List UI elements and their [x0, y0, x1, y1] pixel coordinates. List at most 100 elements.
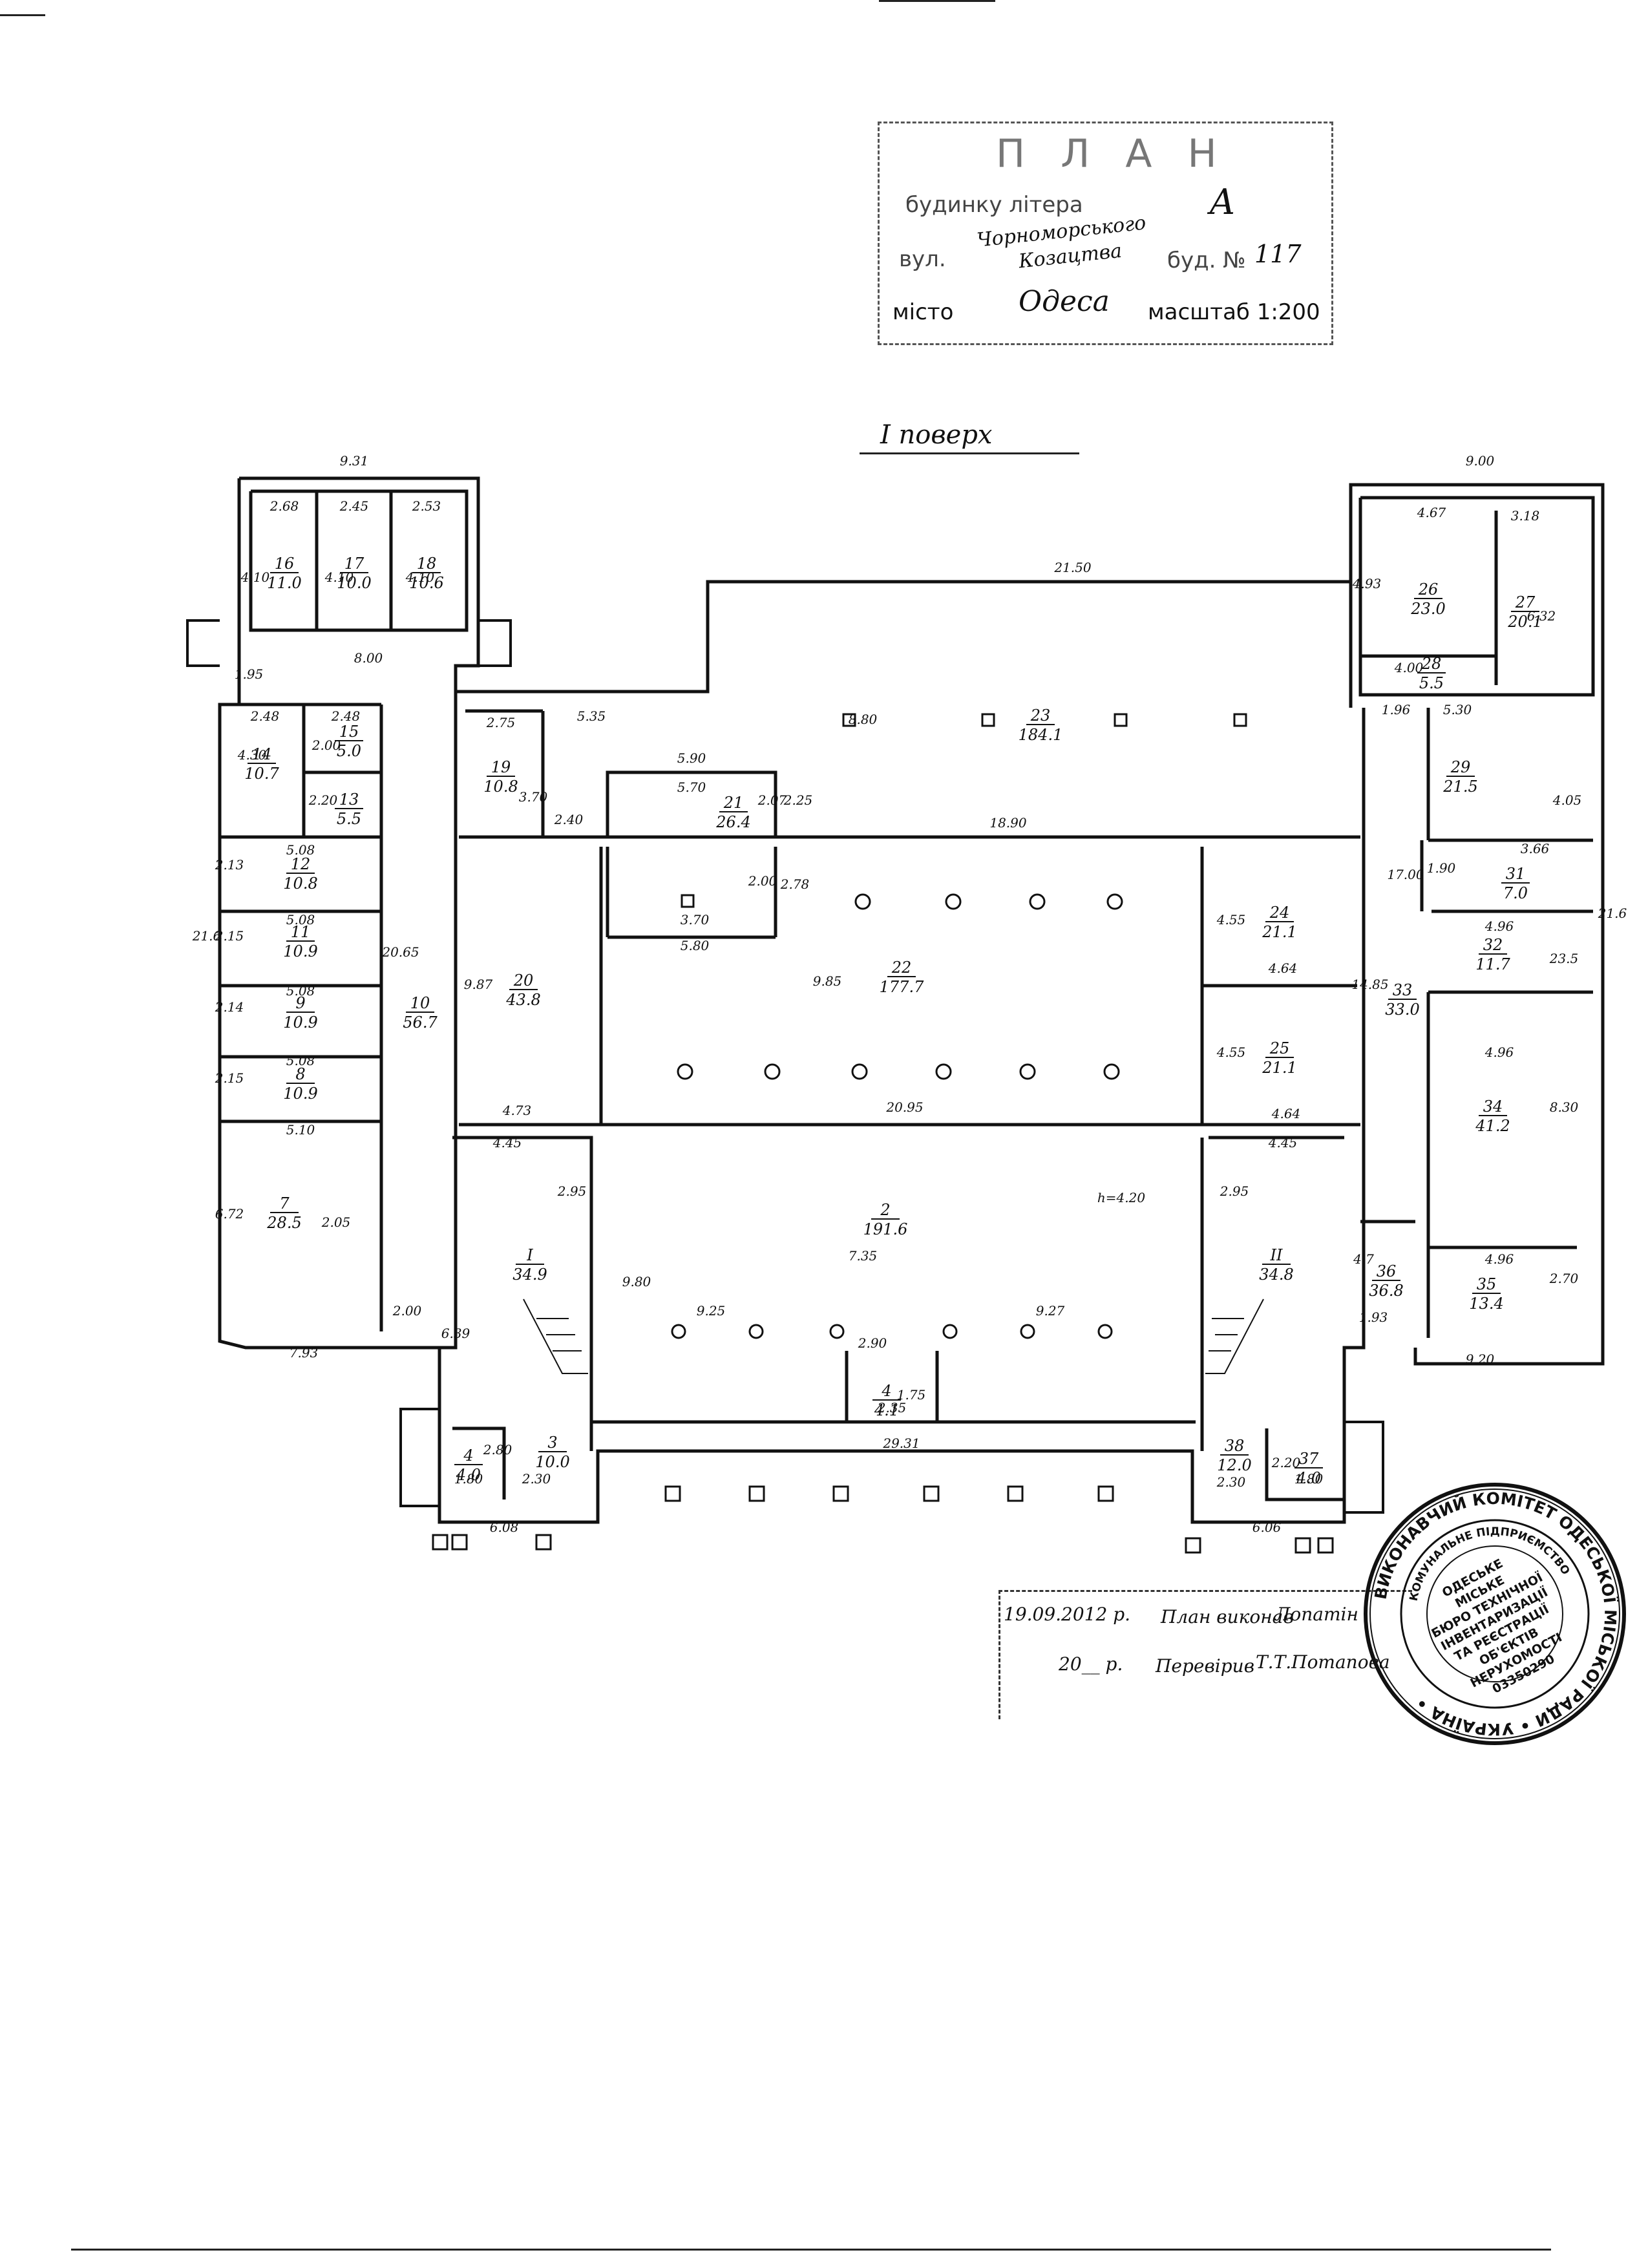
dimension-label: 8.00	[354, 650, 383, 666]
house-prefix: буд. №	[1167, 248, 1246, 273]
building-prefix: будинку літера	[905, 192, 1083, 218]
room-area: 10.0	[337, 574, 371, 592]
room-number: 29	[1450, 758, 1471, 776]
dimension-label: 4.30	[237, 747, 267, 763]
dimension-label: 4.73	[502, 1103, 532, 1118]
room-number: I	[526, 1246, 533, 1264]
room-area: 10.8	[283, 874, 317, 893]
main-block-outer	[438, 692, 1366, 1524]
dimension-label: 2.68	[269, 498, 299, 514]
dimension-label: 29.31	[882, 1436, 920, 1451]
room-number: 15	[339, 723, 359, 741]
dimension-label: 5.30	[1443, 702, 1472, 717]
room-area: 10.7	[244, 765, 279, 783]
dimension-label: 9.85	[813, 973, 842, 989]
dimension-label: 1.93	[1359, 1309, 1388, 1325]
title-block: П Л А Н будинку літера А вул. Чорноморсь…	[878, 122, 1333, 345]
street-prefix: вул.	[899, 246, 946, 272]
dimension-label: 2.05	[321, 1214, 351, 1230]
room-area: 43.8	[505, 991, 540, 1009]
dimension-label: 1.90	[1427, 860, 1456, 876]
dimension-label: 4.67	[1417, 505, 1446, 520]
floor-title: I поверх	[880, 420, 993, 450]
dimension-label: 5.08	[286, 842, 315, 858]
bottom-rule	[71, 2249, 1551, 2251]
room-number: 17	[344, 555, 364, 573]
room-area: 4.0	[1296, 1469, 1321, 1487]
dimension-label: 5.08	[286, 912, 315, 927]
dimension-label: 4.96	[1484, 918, 1514, 934]
dimension-label: 9.25	[697, 1303, 726, 1319]
dimension-label: 6.39	[441, 1326, 470, 1341]
room-number: 27	[1515, 593, 1536, 611]
room-area: 4.1	[874, 1401, 899, 1419]
dimension-label: 9.80	[622, 1274, 651, 1289]
room-area: 21.5	[1442, 778, 1477, 796]
room-number: 26	[1418, 580, 1439, 599]
dimension-label: 6.72	[215, 1206, 244, 1222]
room-number: 8	[295, 1065, 305, 1083]
floor-title-underline	[860, 452, 1079, 454]
dimension-label: 3.66	[1521, 841, 1550, 856]
room-number: 22	[891, 959, 912, 977]
dimension-label: 2.00	[748, 873, 777, 889]
dimension-label: 4.10	[324, 569, 354, 585]
dimension-label: 2.78	[780, 876, 810, 892]
dimension-label: 2.15	[215, 928, 244, 944]
right-wing-inner	[1358, 496, 1595, 697]
dimension-label: 4.96	[1484, 1044, 1514, 1060]
signature-block: 19.09.2012 р. План виконав Лопатін 20__ …	[998, 1590, 1412, 1719]
room-area: 7.0	[1503, 884, 1528, 902]
dimension-label: 5.08	[286, 1053, 315, 1068]
dimension-label: 2.53	[412, 498, 441, 514]
room-area: 10.9	[283, 942, 317, 960]
dimension-label: 2.95	[557, 1183, 587, 1199]
dimension-label: 2.90	[858, 1335, 887, 1351]
room-area: 5.5	[337, 810, 361, 828]
dimension-label: 7.93	[290, 1345, 319, 1361]
room-number: 10	[410, 994, 430, 1012]
room-area: 20.1	[1507, 613, 1542, 631]
dimension-label: 5.10	[286, 1122, 315, 1138]
dimension-label: 23.5	[1549, 951, 1579, 966]
room-area: 34.8	[1259, 1266, 1293, 1284]
room-area: 10.8	[483, 778, 518, 796]
dimension-label: 7.35	[849, 1248, 878, 1264]
room-number: 4	[463, 1447, 473, 1465]
room-number: 34	[1483, 1097, 1503, 1116]
dimension-label: 4.10	[405, 569, 435, 585]
dimension-label: 4.10	[240, 569, 270, 585]
top-rule-left	[0, 14, 45, 16]
dimension-label: 9.00	[1466, 453, 1495, 469]
room-number: 14	[252, 745, 272, 763]
dimension-label: 4.7	[1353, 1251, 1374, 1267]
dimension-label: 1.95	[235, 666, 264, 682]
room-area: 36.8	[1369, 1282, 1403, 1300]
dimension-label: 3.18	[1511, 508, 1540, 524]
checked-by-label: Перевірив	[1156, 1655, 1254, 1677]
room-number: 13	[339, 790, 359, 809]
made-by-label: План виконав	[1161, 1606, 1294, 1627]
dimension-label: 9.20	[1466, 1351, 1495, 1367]
room-area: 10.6	[409, 574, 443, 592]
dimension-label: 2.13	[215, 857, 244, 873]
dimension-label: 4.55	[1216, 912, 1246, 927]
room-area: 33.0	[1385, 1001, 1419, 1019]
dimension-label: 14.85	[1351, 977, 1388, 992]
room-area: 11.0	[267, 574, 301, 592]
dimension-label: 2.00	[392, 1303, 422, 1319]
dimension-label: 9.87	[464, 977, 493, 992]
dimension-label: 4.05	[1552, 792, 1582, 808]
dimension-label: 2.20	[1271, 1455, 1301, 1470]
dimension-label: 3.70	[681, 912, 710, 927]
room-number: 28	[1421, 655, 1442, 673]
dimension-label: 2.30	[522, 1471, 551, 1487]
room-number: 35	[1477, 1275, 1497, 1293]
dimension-label: 18.90	[989, 815, 1027, 831]
dimension-label: 5.35	[577, 708, 606, 724]
dimension-label: 5.90	[677, 750, 706, 766]
dimension-label: 4.96	[1484, 1251, 1514, 1267]
room-area: 184.1	[1019, 726, 1063, 744]
room-area: 10.9	[283, 1085, 317, 1103]
